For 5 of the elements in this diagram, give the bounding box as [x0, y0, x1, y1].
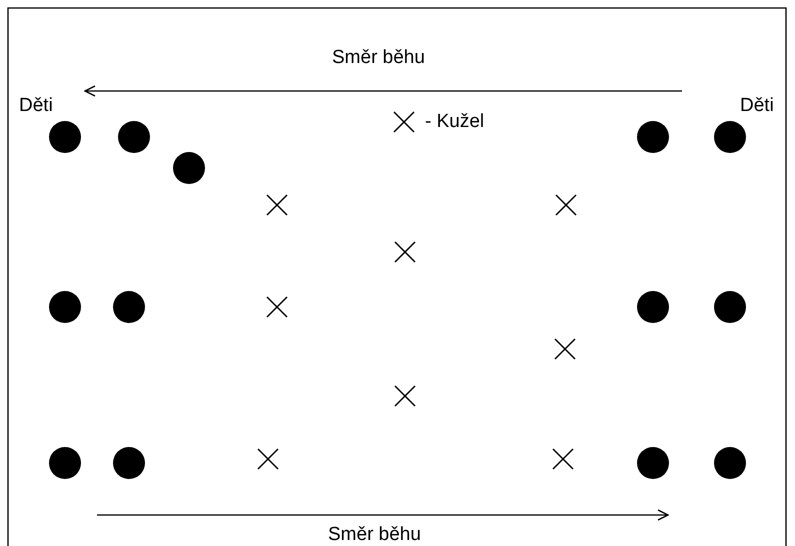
diagram-label: Směr běhu — [332, 46, 425, 70]
legend-text: - Kužel — [425, 110, 484, 134]
diagram-label: Děti — [740, 94, 774, 118]
diagram-label: Směr běhu — [328, 523, 421, 546]
diagram-label: Děti — [19, 94, 53, 118]
